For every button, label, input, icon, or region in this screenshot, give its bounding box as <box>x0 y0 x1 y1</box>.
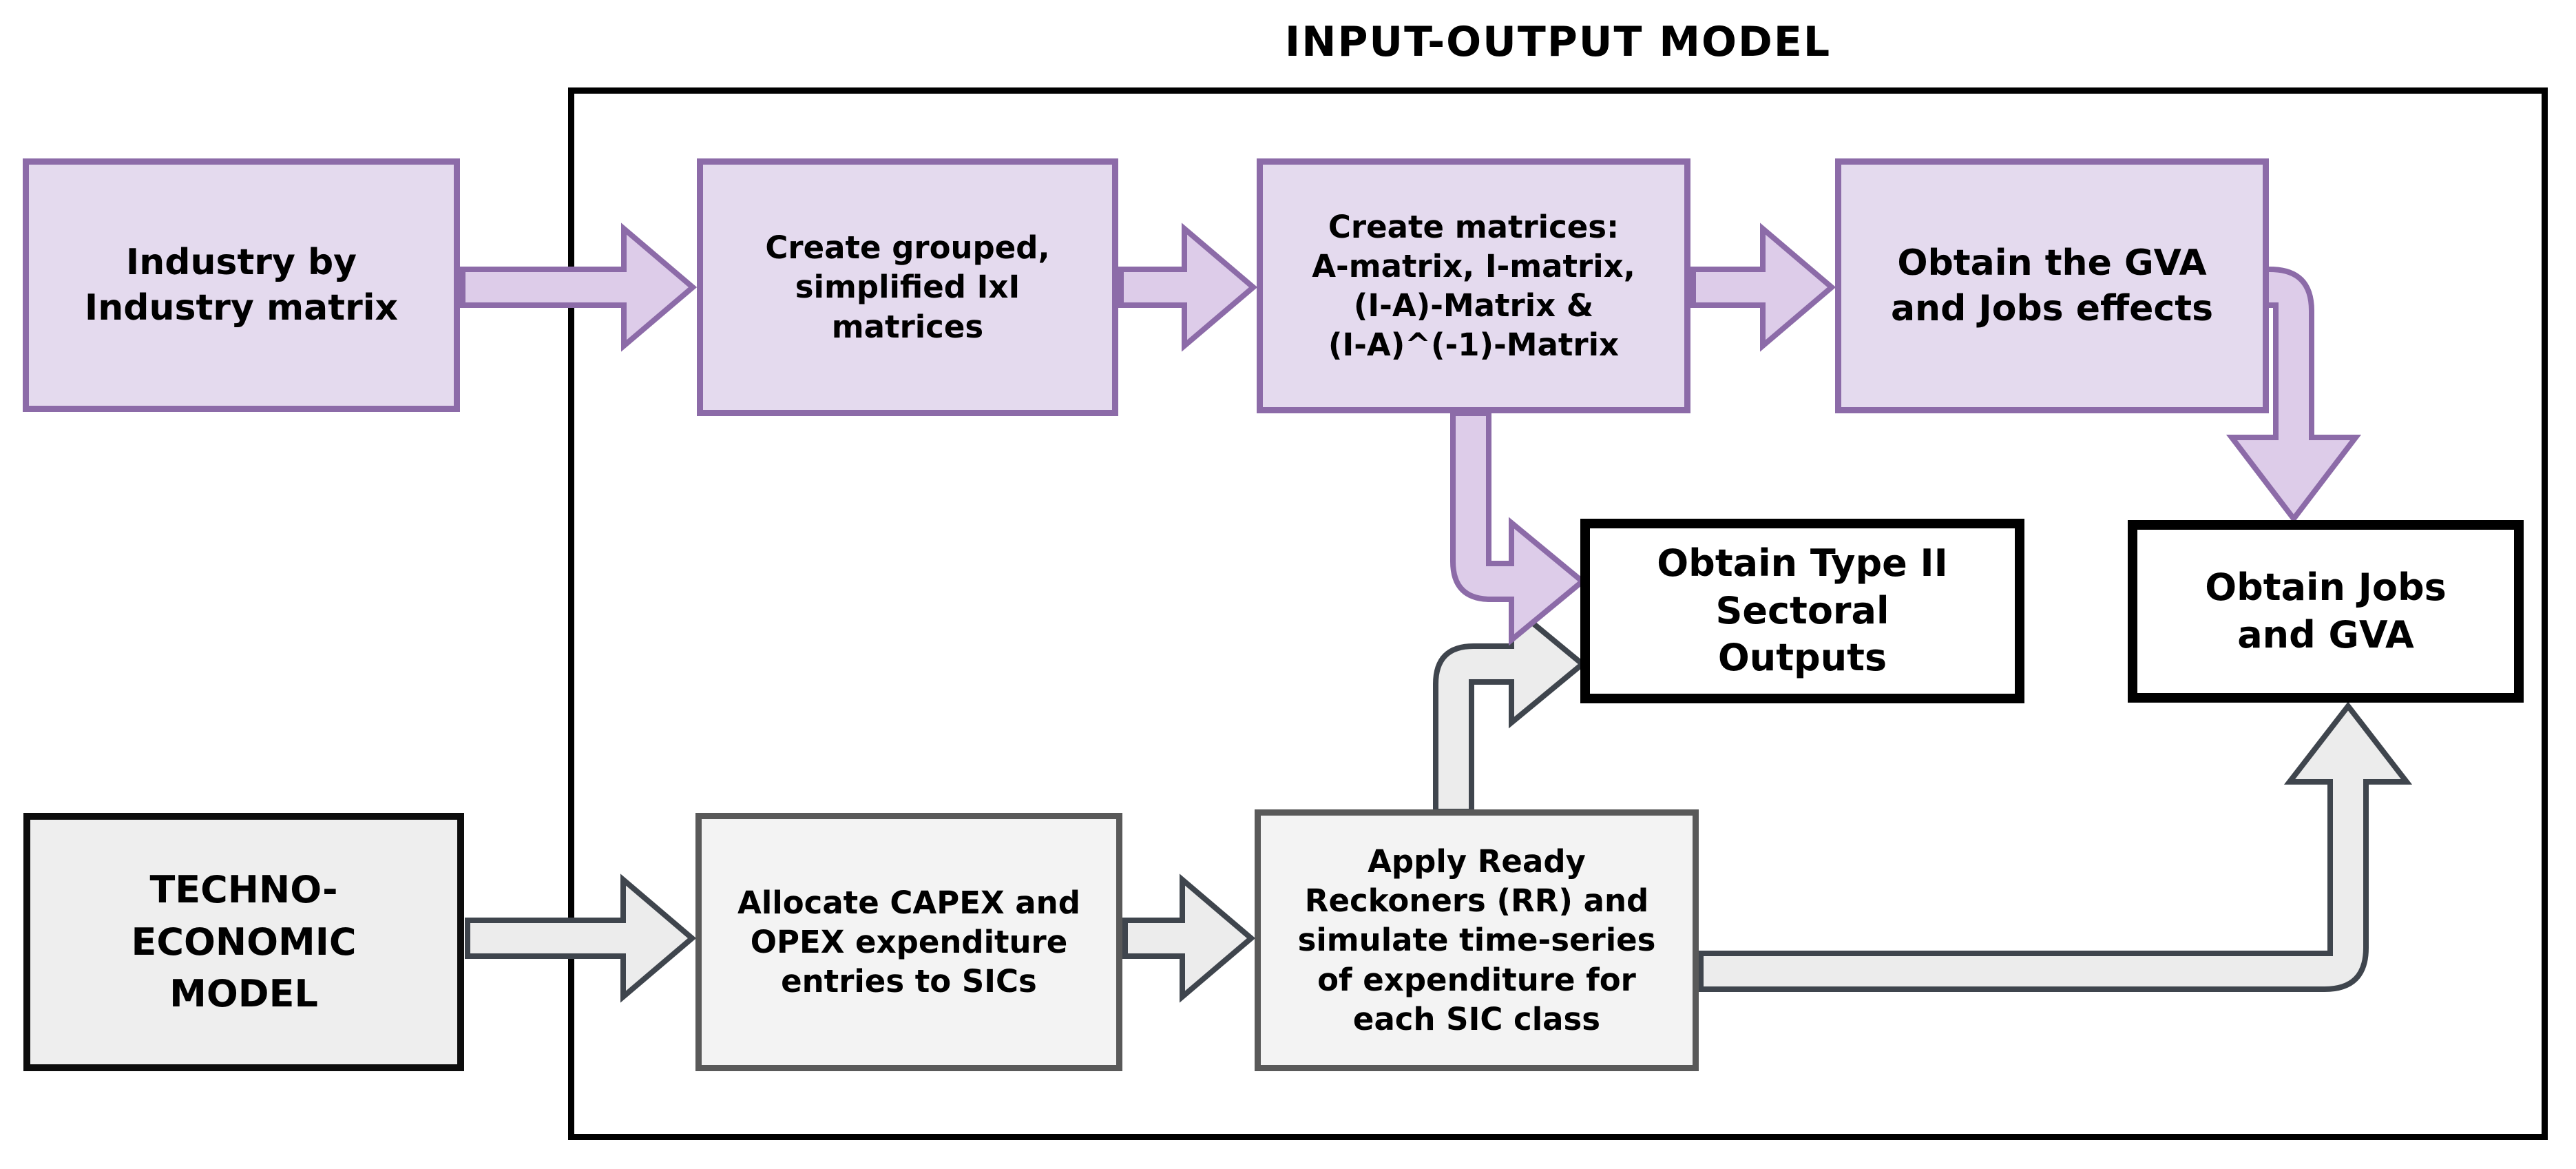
node-techno-economic-model: TECHNO- ECONOMIC MODEL <box>23 813 464 1071</box>
arrow-allocate-to-reckoners <box>1122 873 1256 1003</box>
node-allocate-capex-opex-to-sics: Allocate CAPEX and OPEX expenditure entr… <box>695 813 1122 1071</box>
diagram-title: INPUT-OUTPUT MODEL <box>1284 18 1832 66</box>
arrow-reckoners-to-type-ii <box>1433 599 1587 814</box>
arrow-techno-to-allocate <box>465 873 697 1003</box>
arrow-gva-effects-to-jobs-gva <box>2226 267 2362 524</box>
model-boundary-frame <box>568 87 2548 1140</box>
arrow-grouped-to-matrices <box>1118 223 1258 352</box>
arrow-matrices-to-gva-effects <box>1690 223 1836 352</box>
arrow-matrices-to-type-ii <box>1450 411 1587 646</box>
node-apply-ready-reckoners: Apply Ready Reckoners (RR) and simulate … <box>1255 809 1699 1071</box>
node-create-grouped-simplified-ixi-matrices: Create grouped, simplified IxI matrices <box>697 158 1118 416</box>
node-obtain-jobs-and-gva: Obtain Jobs and GVA <box>2128 520 2524 703</box>
arrow-industry-to-grouped <box>460 223 698 352</box>
arrow-reckoners-to-jobs-gva <box>1698 701 2413 992</box>
node-create-matrices: Create matrices: A-matrix, I-matrix, (I-… <box>1257 158 1690 413</box>
node-obtain-type-ii-sectoral-outputs: Obtain Type II Sectoral Outputs <box>1580 519 2024 703</box>
node-obtain-gva-and-jobs-effects: Obtain the GVA and Jobs effects <box>1835 158 2269 413</box>
node-industry-by-industry-matrix: Industry by Industry matrix <box>23 158 460 412</box>
